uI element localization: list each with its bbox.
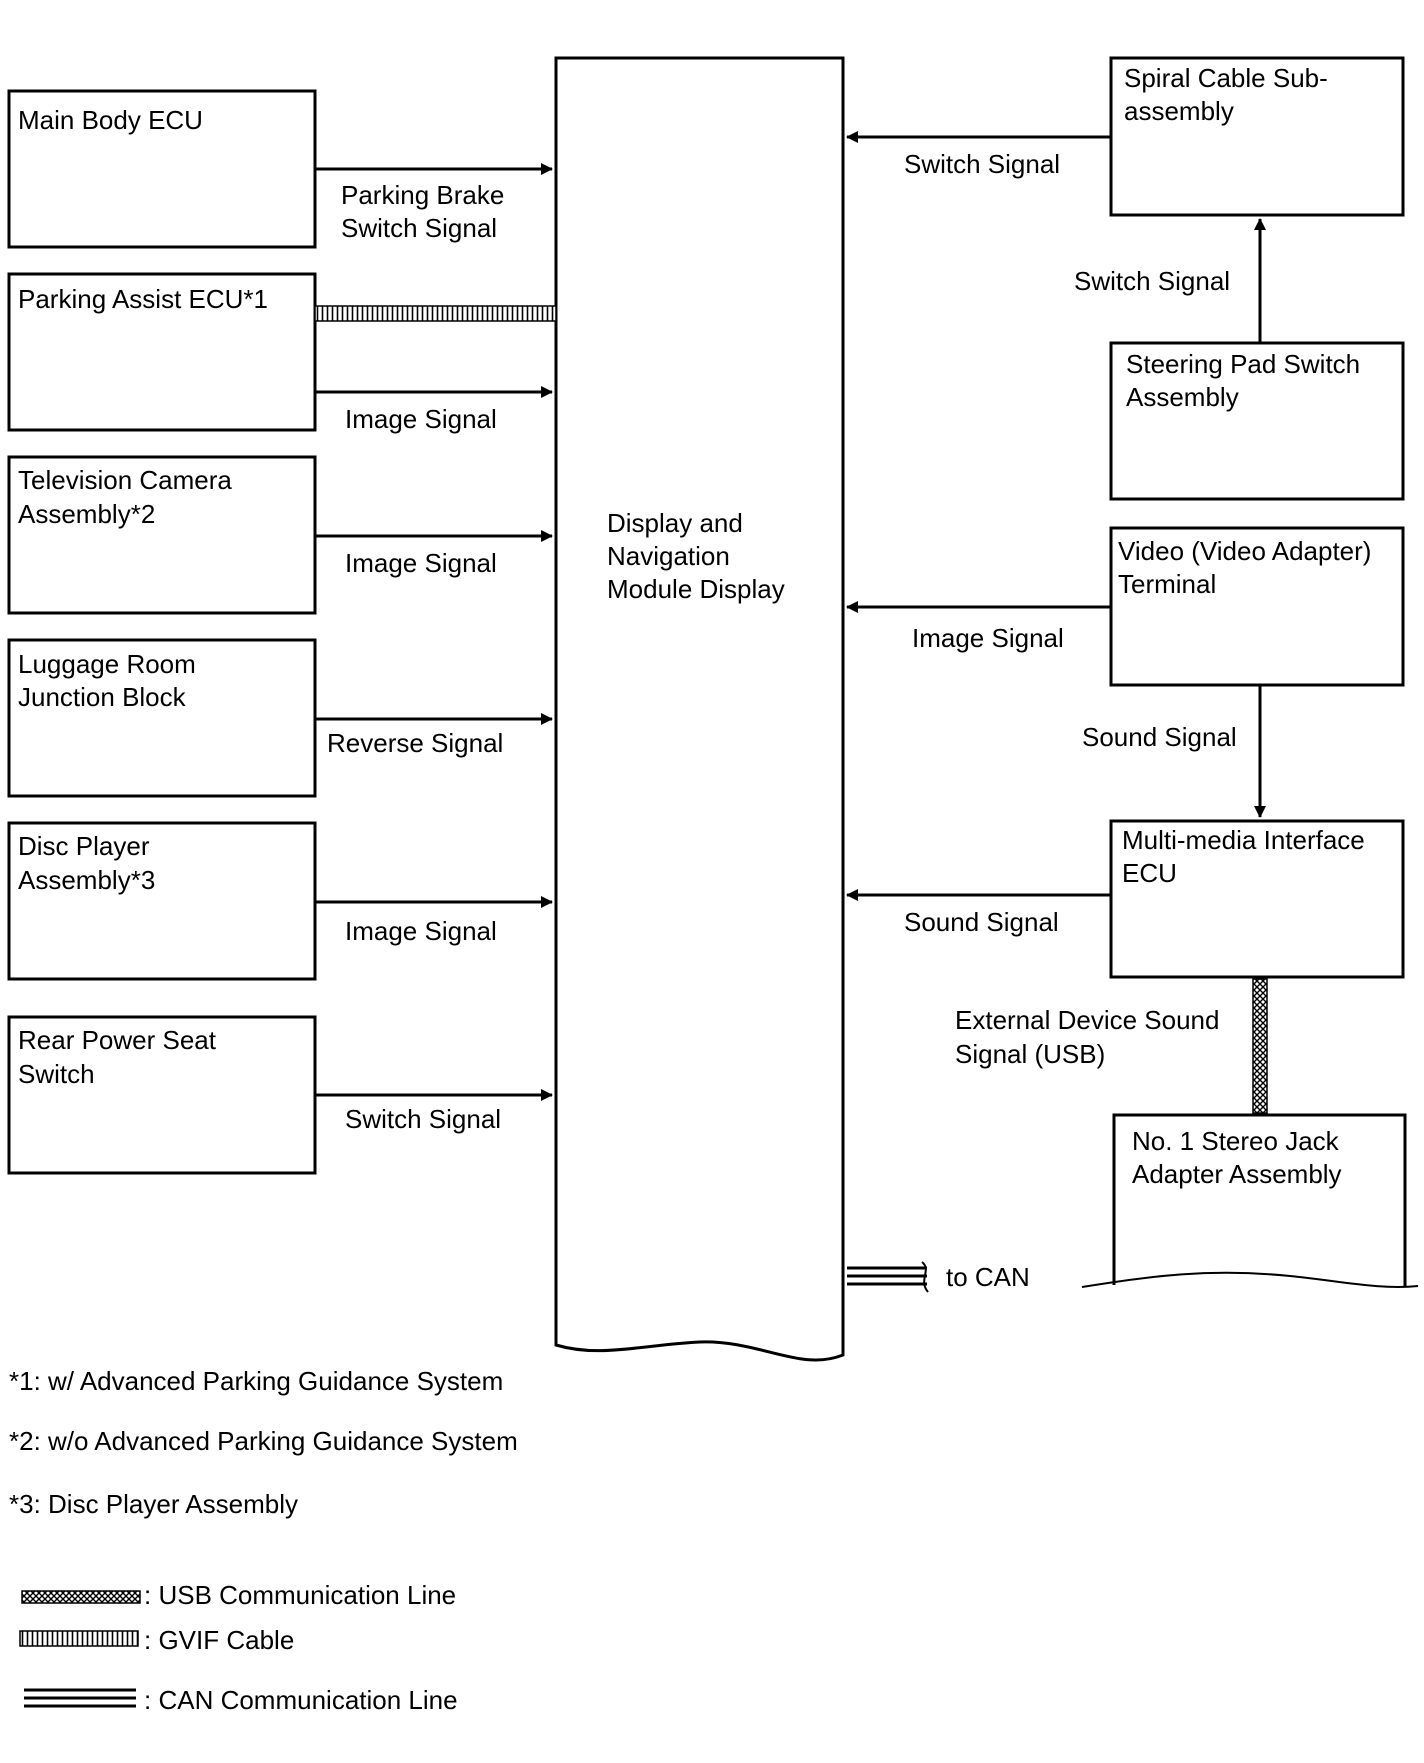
television-camera-image-signal-label: Image Signal bbox=[345, 548, 497, 578]
disc-player-label: Disc Player Assembly*3 bbox=[18, 831, 157, 895]
spiral-cable-label: Spiral Cable Sub- assembly bbox=[1124, 63, 1335, 126]
legend-can-label: : CAN Communication Line bbox=[144, 1685, 458, 1715]
can-communication-link bbox=[847, 1261, 929, 1293]
rear-seat-switch-signal-label: Switch Signal bbox=[345, 1104, 501, 1134]
steering-pad-switch-box bbox=[1109, 341, 1405, 501]
video-image-signal-label: Image Signal bbox=[912, 623, 1064, 653]
parking-assist-ecu-label: Parking Assist ECU*1 bbox=[18, 284, 268, 314]
footnote-2: *2: w/o Advanced Parking Guidance System bbox=[9, 1426, 518, 1456]
parking-assist-ecu-box bbox=[7, 272, 317, 432]
television-camera-label: Television Camera Assembly*2 bbox=[18, 465, 239, 529]
parking-assist-image-signal-label: Image Signal bbox=[345, 404, 497, 434]
stereo-jack-cut-line bbox=[1081, 1271, 1419, 1288]
stereo-jack-adapter-label: No. 1 Stereo Jack Adapter Assembly bbox=[1132, 1126, 1346, 1189]
disc-player-image-signal-label: Image Signal bbox=[345, 916, 497, 946]
legend-gvif-swatch bbox=[19, 1630, 139, 1647]
video-terminal-label: Video (Video Adapter) Terminal bbox=[1118, 536, 1379, 599]
display-navigation-module-label: Display and Navigation Module Display bbox=[607, 508, 785, 604]
usb-communication-link bbox=[1252, 978, 1268, 1114]
rear-power-seat-switch-box bbox=[7, 1015, 317, 1175]
footnote-1: *1: w/ Advanced Parking Guidance System bbox=[9, 1366, 503, 1396]
luggage-room-junction-label: Luggage Room Junction Block bbox=[18, 649, 203, 712]
luggage-room-junction-box bbox=[7, 638, 317, 798]
gvif-cable-link bbox=[314, 305, 557, 322]
stereo-jack-adapter-box bbox=[1112, 1113, 1407, 1287]
legend-usb-label: : USB Communication Line bbox=[144, 1580, 456, 1610]
to-can-label: to CAN bbox=[946, 1262, 1030, 1292]
video-terminal-box bbox=[1109, 526, 1405, 687]
steering-pad-switch-label: Steering Pad Switch Assembly bbox=[1126, 349, 1367, 412]
footnote-3: *3: Disc Player Assembly bbox=[9, 1489, 298, 1519]
legend-gvif-label: : GVIF Cable bbox=[144, 1625, 294, 1655]
multimedia-interface-ecu-label: Multi-media Interface ECU bbox=[1122, 825, 1372, 888]
video-sound-signal-label: Sound Signal bbox=[1082, 722, 1237, 752]
main-body-ecu-label: Main Body ECU bbox=[18, 105, 203, 135]
usb-sound-signal-label: External Device Sound Signal (USB) bbox=[955, 1005, 1227, 1069]
parking-brake-signal-label: Parking Brake Switch Signal bbox=[341, 180, 512, 243]
steering-switch-signal-label: Switch Signal bbox=[1074, 266, 1230, 296]
display-navigation-module-box bbox=[554, 56, 845, 1362]
reverse-signal-label: Reverse Signal bbox=[327, 728, 503, 758]
legend-can-swatch bbox=[24, 1688, 136, 1708]
multimedia-interface-ecu-box bbox=[1109, 819, 1405, 979]
spiral-switch-signal-label: Switch Signal bbox=[904, 149, 1060, 179]
legend-usb-swatch bbox=[21, 1590, 141, 1604]
rear-power-seat-switch-label: Rear Power Seat Switch bbox=[18, 1025, 223, 1089]
multimedia-sound-signal-label: Sound Signal bbox=[904, 907, 1059, 937]
